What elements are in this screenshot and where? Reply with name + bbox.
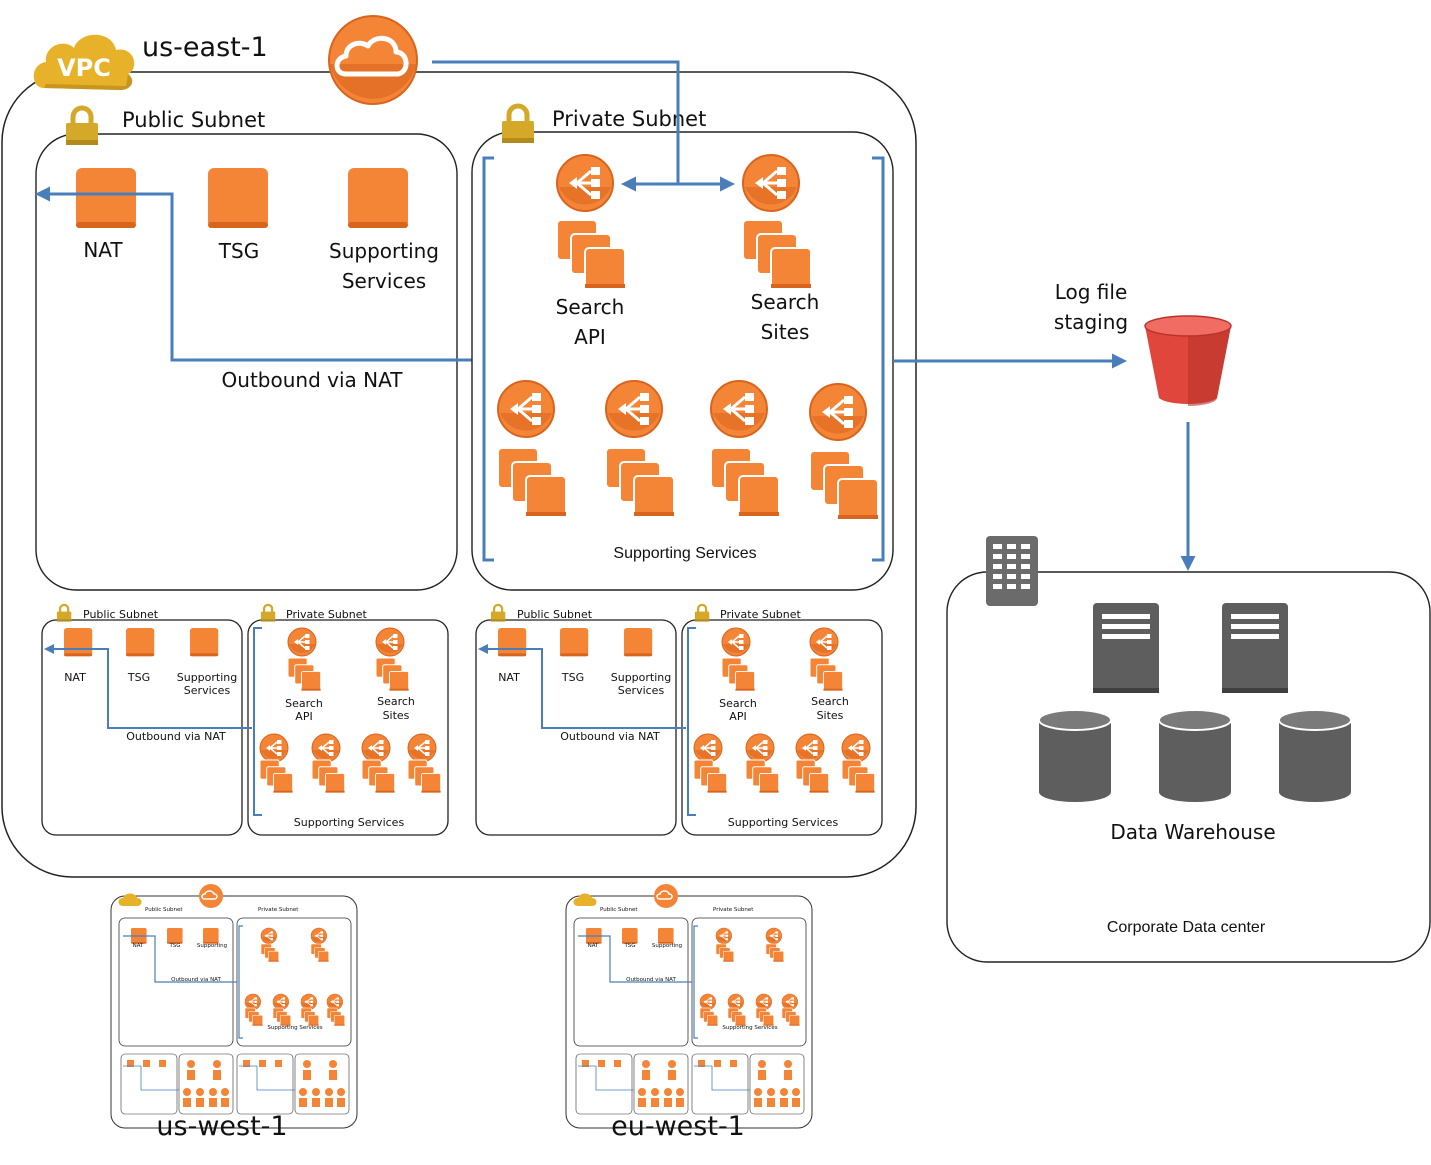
supporting-elb-icon-3: [709, 379, 769, 439]
vpc-cloud-icon: [33, 34, 135, 90]
search-sites-line1: Search: [751, 290, 820, 314]
eu-supporting: Supporting: [652, 943, 682, 949]
search-sites-elb-icon: [741, 153, 801, 213]
mini1-nat: NAT: [64, 671, 86, 684]
mini2-search-api-1: Search: [719, 697, 757, 710]
supporting-elb-icon-1: [496, 379, 556, 439]
database-icon-1: [1038, 709, 1112, 802]
private-subnet-title: Private Subnet: [552, 107, 706, 131]
region-label-us-east-1: us-east-1: [142, 32, 268, 63]
mini2-private-title: Private Subnet: [720, 608, 802, 621]
internet-gateway-icon: [328, 15, 418, 105]
mini2-search-sites-2: Sites: [817, 709, 844, 722]
mini1-search-api-1: Search: [285, 697, 323, 710]
eu-nat: NAT: [588, 943, 599, 949]
mini2-outbound: Outbound via NAT: [560, 730, 660, 743]
west-tsg: TSG: [168, 943, 180, 949]
mini2-supporting-2: Services: [618, 684, 665, 697]
eu-private-title: Private Subnet: [713, 907, 754, 913]
west-nat: NAT: [133, 943, 144, 949]
private-bracket-right: [872, 156, 885, 562]
west-private-title: Private Subnet: [258, 907, 299, 913]
mini2-tsg: TSG: [561, 671, 584, 684]
mini1-tsg: TSG: [127, 671, 150, 684]
log-staging-line2: staging: [1054, 310, 1128, 334]
private-supporting-label: Supporting Services: [613, 545, 756, 562]
nat-label: NAT: [83, 238, 123, 262]
search-api-elb-icon: [555, 153, 615, 213]
tsg-label: TSG: [218, 239, 259, 263]
nat-instance-icon: [76, 168, 136, 228]
mini1-public-title: Public Subnet: [83, 608, 159, 621]
mini1-search-api-2: API: [295, 710, 312, 723]
office-building-icon: [986, 536, 1038, 606]
mini1-private-title: Private Subnet: [286, 608, 368, 621]
mini1-search-sites-2: Sites: [383, 709, 410, 722]
search-api-line1: Search: [556, 295, 625, 319]
mini2-search-api-2: API: [729, 710, 746, 723]
mini2-public-title: Public Subnet: [517, 608, 593, 621]
server-icon-2: [1222, 603, 1288, 693]
mini1-outbound: Outbound via NAT: [126, 730, 226, 743]
database-icon-2: [1158, 709, 1232, 802]
mini2-search-sites-1: Search: [811, 695, 849, 708]
search-sites-line2: Sites: [761, 320, 810, 344]
mini2-supporting: Supporting Services: [728, 816, 839, 829]
mini1-supporting-2: Services: [184, 684, 231, 697]
supporting-instance-icon: [348, 168, 408, 228]
corporate-datacenter-label: Corporate Data center: [1107, 919, 1266, 936]
s3-bucket-icon: [1144, 315, 1232, 406]
outbound-label: Outbound via NAT: [222, 368, 404, 392]
west-public-title: Public Subnet: [145, 907, 183, 913]
server-icon-1: [1093, 603, 1159, 693]
mini1-supporting: Supporting Services: [294, 816, 405, 829]
eu-supporting-services: Supporting Services: [722, 1025, 777, 1031]
search-api-line2: API: [574, 325, 606, 349]
outbound-nat-arrow: [35, 186, 484, 362]
public-subnet: [35, 133, 458, 591]
private-subnet: [471, 131, 894, 591]
tsg-instance-icon: [208, 168, 268, 228]
log-staging-line1: Log file: [1055, 280, 1128, 304]
west-supporting-services: Supporting Services: [267, 1025, 322, 1031]
region-label-eu-west-1: eu-west-1: [611, 1111, 745, 1142]
eu-tsg: TSG: [623, 943, 635, 949]
west-supporting: Supporting: [197, 943, 227, 949]
supporting-elb-icon-2: [604, 379, 664, 439]
region-label-us-west-1: us-west-1: [156, 1111, 287, 1142]
supporting-label-line1: Supporting: [329, 239, 439, 263]
mini1-supporting-1: Supporting: [177, 671, 238, 684]
supporting-label-line2: Services: [342, 269, 426, 293]
data-warehouse-label: Data Warehouse: [1110, 820, 1275, 844]
vpc-badge-label: VPC: [57, 54, 111, 82]
vpc-us-west-1: [111, 884, 357, 1128]
mini2-supporting-1: Supporting: [611, 671, 672, 684]
vpc-eu-west-1: [566, 884, 812, 1128]
west-outbound: Outbound via NAT: [171, 977, 221, 983]
mini1-search-sites-1: Search: [377, 695, 415, 708]
public-subnet-title: Public Subnet: [122, 108, 265, 132]
database-icon-3: [1278, 709, 1352, 802]
private-bracket-left: [482, 156, 494, 562]
eu-public-title: Public Subnet: [600, 907, 638, 913]
supporting-elb-icon-4: [808, 382, 868, 442]
mini2-nat: NAT: [498, 671, 520, 684]
igw-route-line: [432, 60, 680, 184]
eu-outbound: Outbound via NAT: [626, 977, 676, 983]
